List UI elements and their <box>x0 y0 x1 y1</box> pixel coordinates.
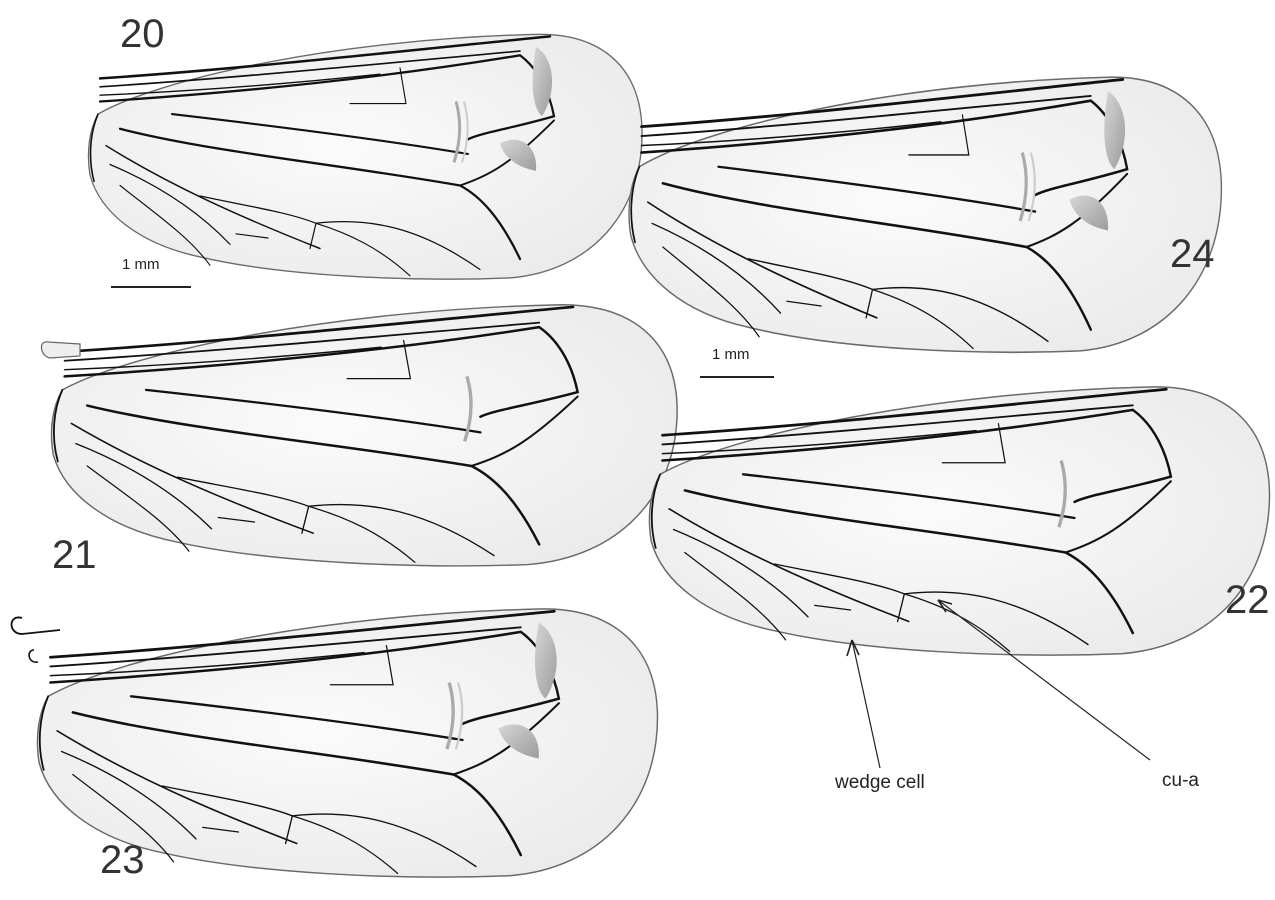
wing-23-basal-loop-2 <box>29 650 38 662</box>
wing-21-basal-stub <box>41 342 80 358</box>
wedge-cell-arrow-line <box>852 640 880 768</box>
wing-figure-23 <box>37 609 657 877</box>
figure-number-20: 20 <box>120 14 165 54</box>
scale-bar-right <box>700 376 774 378</box>
scale-bar-label-right: 1 mm <box>712 346 750 363</box>
wedge-cell-label: wedge cell <box>835 772 925 794</box>
wing-figure-20 <box>88 34 642 279</box>
wing-figure-21 <box>52 305 678 566</box>
figure-number-22: 22 <box>1225 580 1270 620</box>
figure-number-24: 24 <box>1170 234 1215 274</box>
figure-number-21: 21 <box>52 535 97 575</box>
wing-figure-24 <box>629 77 1221 352</box>
wing-figure-22 <box>649 387 1269 655</box>
figure-number-23: 23 <box>100 840 145 880</box>
scale-bar-left <box>111 286 191 288</box>
cu-a-label: cu-a <box>1162 770 1199 792</box>
scale-bar-label-left: 1 mm <box>122 256 160 273</box>
wing-23-basal-loop <box>12 617 61 634</box>
